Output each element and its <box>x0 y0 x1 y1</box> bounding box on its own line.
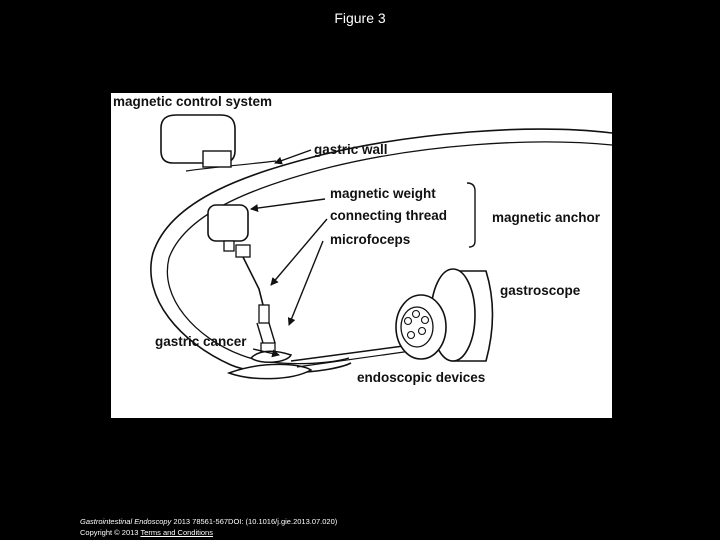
arrow-gastric-wall <box>274 149 312 165</box>
label-microforceps: microfoceps <box>330 232 410 247</box>
arrow-microforceps <box>287 240 324 326</box>
label-gastroscope: gastroscope <box>500 283 581 298</box>
gastric-cancer-lesion <box>249 350 293 363</box>
citation-line: Gastrointestinal Endoscopy 2013 78561-56… <box>80 516 337 527</box>
magnetic-anchor-bracket <box>466 182 476 248</box>
label-connecting-thread: connecting thread <box>330 208 447 223</box>
microforceps-device <box>256 304 276 356</box>
citation-journal: Gastrointestinal Endoscopy <box>80 517 172 526</box>
gastroscope-device <box>395 268 494 362</box>
diagram-illustration: magnetic control system gastric wall mag… <box>113 94 612 385</box>
arrow-connecting-thread <box>270 218 328 286</box>
connecting-thread <box>242 256 264 306</box>
citation-block: Gastrointestinal Endoscopy 2013 78561-56… <box>80 516 337 538</box>
magnetic-control-system-device <box>160 114 236 168</box>
magnetic-weight-device <box>207 204 251 258</box>
endoscopic-device-shaft-2 <box>296 350 412 368</box>
copyright-text: Copyright © 2013 <box>80 528 141 537</box>
label-gastric-wall: gastric wall <box>314 142 388 157</box>
label-magnetic-anchor: magnetic anchor <box>492 210 601 225</box>
arrow-gastric-cancer <box>252 348 280 358</box>
label-gastric-cancer: gastric cancer <box>155 334 247 349</box>
terms-and-conditions-link[interactable]: Terms and Conditions <box>140 528 213 537</box>
copyright-line: Copyright © 2013 Terms and Conditions <box>80 527 337 538</box>
label-magnetic-control-system: magnetic control system <box>113 94 272 109</box>
mucosal-fold <box>226 363 313 380</box>
slide-title: Figure 3 <box>334 10 386 26</box>
arrow-magnetic-weight <box>250 198 326 213</box>
label-magnetic-weight: magnetic weight <box>330 186 436 201</box>
endoscopic-device-shaft <box>290 344 412 362</box>
figure-panel: magnetic control system gastric wall mag… <box>111 93 612 418</box>
gastric-wall-inner <box>166 141 612 365</box>
citation-details: 2013 78561-567DOI: (10.1016/j.gie.2013.0… <box>171 517 338 526</box>
label-endoscopic-devices: endoscopic devices <box>357 370 485 385</box>
